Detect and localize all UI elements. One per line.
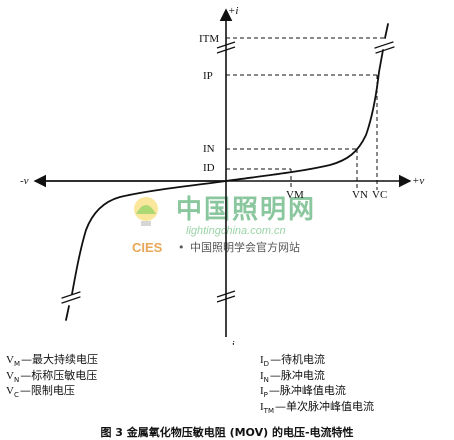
- label-vn: VN: [352, 189, 368, 201]
- watermark-bullet: •: [178, 241, 185, 254]
- watermark-url: lightingchina.com.cn: [186, 225, 286, 237]
- x-axis-negative-label: -v: [20, 175, 29, 187]
- label-ip: IP: [203, 70, 213, 82]
- vi-curve: [61, 23, 395, 321]
- watermark: 中国照明网 lightingchina.com.cn CIES • 中国照明学会…: [132, 195, 316, 255]
- watermark-title: 中国照明网: [176, 195, 316, 225]
- legend-item-itm: ITM—单次脉冲峰值电流: [260, 399, 374, 415]
- x-axis-positive-label: +v: [412, 175, 424, 187]
- guide-lines: [226, 37, 384, 190]
- legend-voltage: VM—最大持续电压 VN—标称压敏电压 VC—限制电压: [6, 352, 98, 399]
- bulb-logo-icon: [134, 197, 158, 226]
- legend-item-vc: VC—限制电压: [6, 384, 75, 399]
- axes: [33, 8, 412, 337]
- legend-item-ip: IP—脉冲峰值电流: [260, 384, 346, 399]
- label-itm: ITM: [199, 33, 219, 45]
- legend: VM—最大持续电压 VN—标称压敏电压 VC—限制电压 ID—待机电流 IN—脉…: [0, 352, 454, 422]
- y-axis-break-bottom: [216, 290, 236, 303]
- watermark-logo: CIES: [132, 240, 163, 255]
- y-axis-negative-label: -i: [228, 339, 235, 345]
- legend-item-vn: VN—标称压敏电压: [6, 368, 98, 384]
- y-axis-positive-label: +i: [228, 5, 238, 17]
- figure-caption: 图 3 金属氧化物压敏电阻 (MOV) 的电压-电流特性: [100, 426, 354, 439]
- vi-characteristic-diagram: 中国照明网 lightingchina.com.cn CIES • 中国照明学会…: [20, 5, 424, 345]
- label-id: ID: [203, 162, 215, 174]
- legend-current: ID—待机电流 IN—脉冲电流 IP—脉冲峰值电流 ITM—单次脉冲峰值电流: [260, 352, 374, 415]
- legend-item-in: IN—脉冲电流: [260, 368, 325, 384]
- label-vm: VM: [286, 189, 304, 201]
- y-axis-break-top: [216, 41, 236, 54]
- watermark-site: 中国照明学会官方网站: [190, 240, 300, 254]
- legend-item-id: ID—待机电流: [260, 353, 326, 368]
- label-vc: VC: [372, 189, 387, 201]
- legend-item-vm: VM—最大持续电压: [6, 353, 98, 368]
- label-in: IN: [203, 143, 215, 155]
